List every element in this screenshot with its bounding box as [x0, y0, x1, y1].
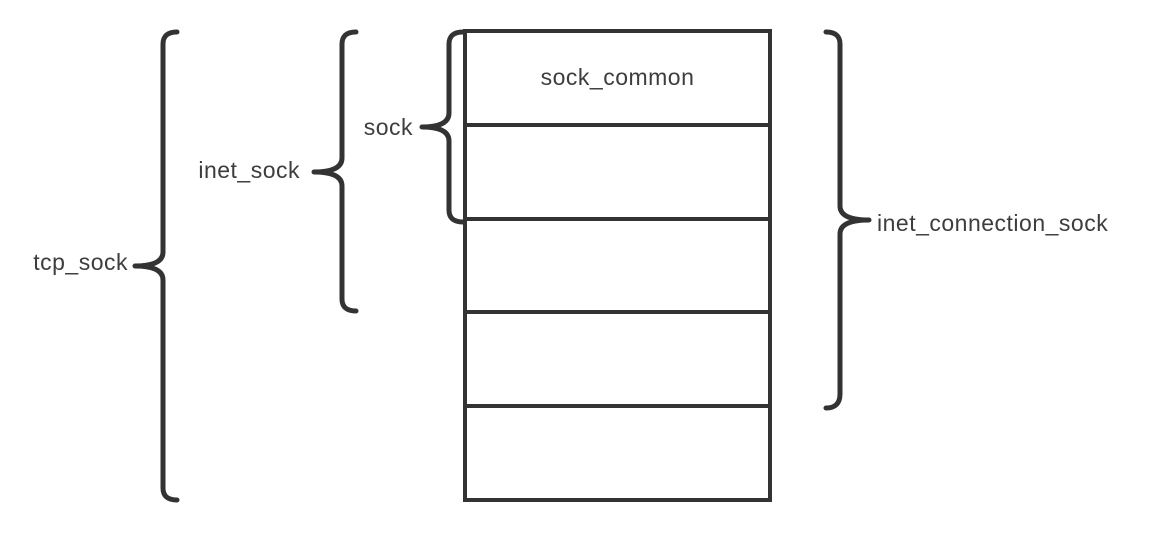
struct-row-3: [467, 216, 768, 311]
struct-row-4: [467, 310, 768, 404]
struct-box: sock_common: [463, 29, 772, 502]
inet-connection-sock-brace: [823, 29, 872, 411]
inet-connection-sock-label: inet_connection_sock: [877, 210, 1109, 236]
tcp-sock-label: tcp_sock: [33, 249, 128, 275]
sock-common-label: sock_common: [540, 64, 695, 91]
sock-label: sock: [363, 114, 413, 140]
struct-row-5: [467, 404, 768, 498]
sock-brace: [419, 29, 466, 225]
inet-sock-label: inet_sock: [198, 157, 300, 183]
inet-sock-brace: [311, 29, 359, 314]
struct-row-2: [467, 122, 768, 217]
tcp-sock-brace: [132, 29, 180, 503]
struct-row-sock-common: sock_common: [467, 33, 768, 123]
